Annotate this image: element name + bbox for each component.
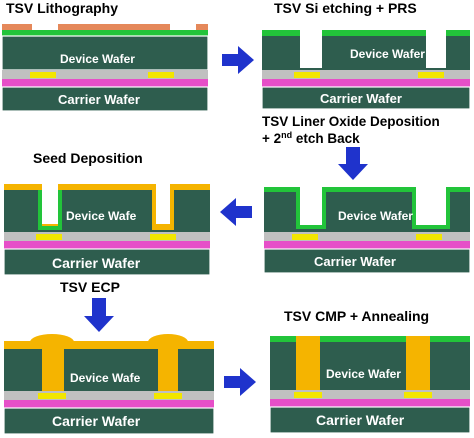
carrier-wafer-5	[3, 407, 215, 435]
carrier-wafer-label-4: Carrier Wafer	[52, 255, 141, 271]
panel-liner-oxide: Device Wafer Carrier Wafer	[263, 187, 471, 274]
carrier-wafer-label-5: Carrier Wafer	[52, 413, 141, 429]
pad-yellow-right-6	[404, 392, 432, 398]
device-wafer-label-2: Device Wafer	[350, 47, 425, 61]
title-tsv-cmp-annealing: TSV CMP + Annealing	[284, 308, 430, 324]
arrow-down-1	[338, 147, 368, 180]
liner-inside-seed	[38, 190, 62, 230]
pink-layer-6	[270, 399, 470, 407]
device-wafer-label-5: Device Wafe	[70, 371, 141, 385]
oxide-top-mid-6	[320, 336, 406, 342]
title-liner-line1: TSV Liner Oxide Deposition	[262, 114, 440, 129]
pad-yellow-right-3	[416, 234, 442, 240]
photoresist-mid	[58, 24, 170, 30]
carrier-wafer-label-2: Carrier Wafer	[320, 91, 402, 106]
ecp-bump-left	[30, 334, 74, 350]
oxide-top-left	[262, 30, 300, 36]
device-wafer	[1, 35, 209, 71]
liner-oxide	[264, 187, 470, 229]
carrier-wafer-label-3: Carrier Wafer	[314, 254, 396, 269]
device-wafer-label-6: Device Wafer	[326, 367, 401, 381]
pad-yellow-right-4	[150, 234, 176, 240]
ecp-bump-right	[148, 334, 188, 350]
seed-layer	[4, 184, 210, 230]
panel-seed-deposition: Device Wafe Carrier Wafer	[3, 184, 211, 276]
device-wafer-label-3: Device Wafer	[338, 209, 413, 223]
title-liner-line2-suffix: etch Back	[292, 131, 360, 146]
device-wafer-label: Device Wafer	[60, 52, 135, 66]
device-wafer-ecp	[4, 349, 214, 391]
device-wafer-label-4: Device Wafe	[66, 209, 137, 223]
carrier-wafer-label-6: Carrier Wafer	[316, 412, 405, 428]
pink-layer	[2, 79, 208, 87]
pad-yellow-left-6	[294, 392, 322, 398]
title-tsv-liner-oxide: TSV Liner Oxide Deposition	[262, 115, 440, 129]
copper-via-left-6	[296, 336, 320, 390]
carrier-wafer-2	[261, 86, 471, 110]
pad-yellow-left	[30, 72, 56, 78]
pad-yellow-left-4	[36, 234, 62, 240]
title-seed-deposition: Seed Deposition	[33, 150, 143, 166]
pad-yellow-left-3	[292, 234, 318, 240]
oxide-top-layer	[2, 30, 208, 36]
bond-grey-layer-6	[270, 390, 470, 399]
carrier-wafer-4	[3, 248, 211, 276]
photoresist-left	[2, 24, 32, 30]
panel-si-etching: Device Wafer Carrier Wafer	[261, 30, 471, 110]
title-liner-line2-prefix: + 2	[262, 131, 282, 146]
title-liner-line2-sup: nd	[281, 130, 293, 140]
device-wafer-etched	[262, 36, 470, 70]
bond-grey-layer-4	[4, 232, 210, 241]
oxide-top-left-6	[270, 336, 296, 342]
title-tsv-ecp: TSV ECP	[60, 279, 120, 295]
pad-yellow-left-5	[38, 393, 66, 399]
panel-cmp-annealing: Device Wafer Carrier Wafer	[269, 336, 471, 434]
carrier-wafer-label: Carrier Wafer	[58, 92, 140, 107]
pink-layer-2	[262, 79, 470, 87]
carrier-wafer-3	[263, 248, 471, 274]
title-tsv-lithography: TSV Lithography	[6, 0, 118, 16]
pad-yellow-right	[148, 72, 174, 78]
arrow-right-2	[224, 368, 256, 396]
oxide-top-right-6	[430, 336, 470, 342]
pink-layer-3	[264, 241, 470, 249]
bond-grey-layer-3	[264, 232, 470, 241]
ecp-top-copper	[4, 341, 214, 349]
bond-grey-layer	[2, 70, 208, 79]
panel-ecp: Device Wafe Carrier Wafer	[3, 334, 215, 435]
bond-grey-layer-5	[4, 391, 214, 400]
via-hole-left-4	[42, 190, 58, 224]
copper-via-right	[158, 349, 178, 391]
arrow-left-1	[220, 198, 252, 226]
via-hole-right-4	[156, 190, 170, 224]
oxide-top-right	[446, 30, 470, 36]
arrow-down-2	[84, 298, 114, 332]
pink-layer-5	[4, 400, 214, 408]
via-hole-left	[300, 192, 322, 225]
pad-yellow-right-2	[418, 72, 444, 78]
bond-grey-layer-2	[262, 70, 470, 79]
carrier-wafer	[1, 86, 209, 112]
via-hole-right	[416, 192, 446, 225]
pink-layer-4	[4, 241, 210, 249]
photoresist-right	[196, 24, 208, 30]
copper-via-left	[42, 349, 64, 391]
copper-via-right-6	[406, 336, 430, 390]
pad-yellow-left-2	[294, 72, 320, 78]
pad-yellow-right-5	[154, 393, 182, 399]
panel-lithography: Device Wafer Carrier Wafer	[1, 24, 209, 112]
carrier-wafer-6	[269, 406, 471, 434]
title-tsv-si-etching: TSV Si etching + PRS	[274, 0, 417, 16]
oxide-top-mid	[322, 30, 426, 36]
title-etch-back: + 2nd etch Back	[262, 131, 360, 146]
arrow-right-1	[222, 46, 254, 74]
